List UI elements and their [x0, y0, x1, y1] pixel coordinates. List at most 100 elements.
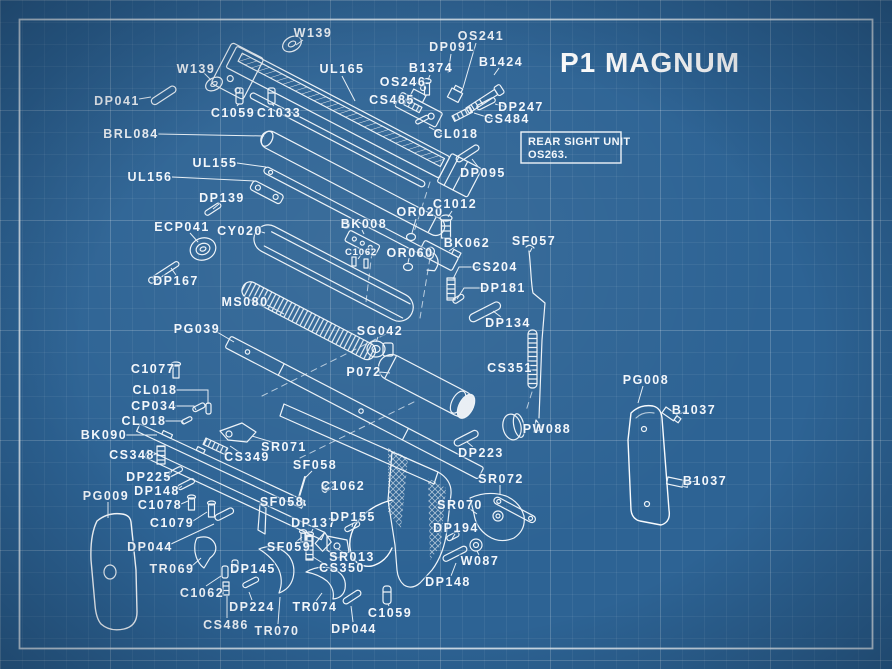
leader-dp044	[170, 523, 215, 545]
part-label-sr070: SR070	[437, 498, 483, 512]
part-c1077-screw	[170, 361, 182, 379]
part-label-ul165: UL165	[319, 62, 364, 76]
part-bk090-rail-upper	[136, 423, 306, 509]
leader-ul165	[341, 75, 356, 102]
part-dp134-pin	[468, 301, 502, 323]
leader-c1059	[236, 103, 240, 107]
blueprint-border	[18, 18, 874, 650]
part-pw088-plug	[502, 413, 525, 441]
leader-c1062	[357, 254, 362, 260]
part-pg009-grip-panel	[90, 512, 138, 631]
part-tr070-trigger-bar	[258, 546, 295, 594]
leader-w139	[295, 39, 304, 46]
part-cl018-pin-top	[415, 114, 430, 125]
part-or020-o-ring	[405, 232, 417, 242]
part-ul164-link-bar	[249, 92, 426, 188]
leader-c1062	[326, 488, 331, 492]
leader-sf058	[263, 501, 269, 506]
leader-dp155	[351, 522, 354, 528]
part-label-sf057: SF057	[512, 234, 556, 248]
part-sr070-hammer	[469, 492, 525, 542]
part-label-cp034: CP034	[131, 399, 177, 413]
leader-dp044	[350, 605, 354, 623]
leader-sf058	[303, 470, 313, 480]
part-w139-washer-a	[282, 35, 302, 53]
part-dp155-pin	[344, 520, 361, 533]
part-w087-washer	[469, 538, 483, 552]
part-label-w139: W139	[177, 62, 216, 76]
leader-b1424	[493, 67, 500, 76]
part-label-c1079: C1079	[150, 516, 194, 530]
leader-ecp041	[189, 232, 199, 243]
part-sr071-lever	[219, 422, 257, 443]
leader-sf057	[529, 247, 533, 253]
part-label-os241: OS241	[458, 29, 504, 43]
leader-bk062	[448, 246, 456, 252]
part-label-dp041: DP041	[94, 94, 140, 108]
part-label-cs351: CS351	[487, 361, 533, 375]
part-cs484-spring	[451, 106, 474, 122]
part-dp044-pin-bottom	[342, 589, 362, 605]
part-label-dp044: DP044	[127, 540, 173, 554]
part-label-dp137: DP137	[291, 516, 337, 530]
leader-w087	[476, 550, 480, 556]
part-dp145-cylinder	[231, 559, 239, 572]
part-label-bk090: BK090	[81, 428, 127, 442]
part-tr069-trigger	[194, 536, 217, 569]
part-label-w139: W139	[294, 26, 333, 40]
leader-cp034	[175, 405, 197, 411]
part-label-c1012: C1012	[433, 197, 477, 211]
part-label-sg042: SG042	[357, 324, 403, 338]
part-c1079-screw	[206, 500, 217, 518]
part-dp095-pin	[455, 144, 480, 163]
leader-dp225	[168, 470, 173, 476]
part-label-dp247: DP247	[498, 100, 544, 114]
part-label-cl018: CL018	[433, 127, 478, 141]
leader-dp148	[450, 562, 457, 577]
part-label-dp091: DP091	[429, 40, 475, 54]
part-label-dp095: DP095	[460, 166, 506, 180]
part-label-cy020: CY020	[217, 224, 263, 238]
part-b1037-screw-lower	[665, 476, 689, 488]
part-label-p072: P072	[346, 365, 381, 379]
leader-dp145	[232, 565, 237, 568]
part-c1059-cylinder-bottom	[382, 585, 392, 605]
part-label-tr074: TR074	[292, 600, 337, 614]
part-label-cs486: CS486	[203, 618, 249, 632]
part-label-os246: OS246	[380, 75, 426, 89]
leader-cl018	[428, 126, 443, 135]
part-label-b1037: B1037	[672, 403, 716, 417]
leader-tr070	[277, 596, 281, 625]
part-c1062-screws-mid	[351, 256, 369, 269]
part-label-b1424: B1424	[479, 55, 523, 69]
part-pg039-frame-plate	[225, 336, 484, 480]
leader-c1077	[168, 367, 175, 370]
part-cl018-pin-b	[181, 416, 193, 425]
part-label-pw088: PW088	[523, 422, 572, 436]
part-cs204-spring	[446, 277, 456, 301]
leader-dp223	[466, 441, 474, 448]
part-label-dp145: DP145	[230, 562, 276, 576]
leader-c1078	[180, 500, 189, 505]
part-label-b1374: B1374	[409, 61, 453, 75]
part-label-cs349: CS349	[224, 450, 270, 464]
part-label-cs484: CS484	[484, 112, 530, 126]
page-title: P1 MAGNUM	[560, 47, 740, 78]
part-label-c1062: C1062	[180, 586, 224, 600]
part-ul156-link	[249, 180, 284, 205]
part-cs348-spring	[156, 445, 166, 465]
part-label-brl084: BRL084	[103, 127, 159, 141]
leader-cy020	[257, 230, 266, 234]
leader-c1033	[271, 103, 275, 107]
leader-dp041	[138, 96, 152, 100]
part-label-ecp041: ECP041	[154, 220, 210, 234]
part-label-dp167: DP167	[153, 274, 199, 288]
leader-dp137	[310, 528, 314, 534]
part-label-pg008: PG008	[623, 373, 669, 387]
leader-os241	[462, 42, 477, 89]
part-tr074-trigger-link	[305, 566, 346, 600]
leader-pg039	[216, 331, 235, 343]
part-dp167-rod	[148, 261, 180, 284]
part-label-ul155: UL155	[192, 156, 237, 170]
